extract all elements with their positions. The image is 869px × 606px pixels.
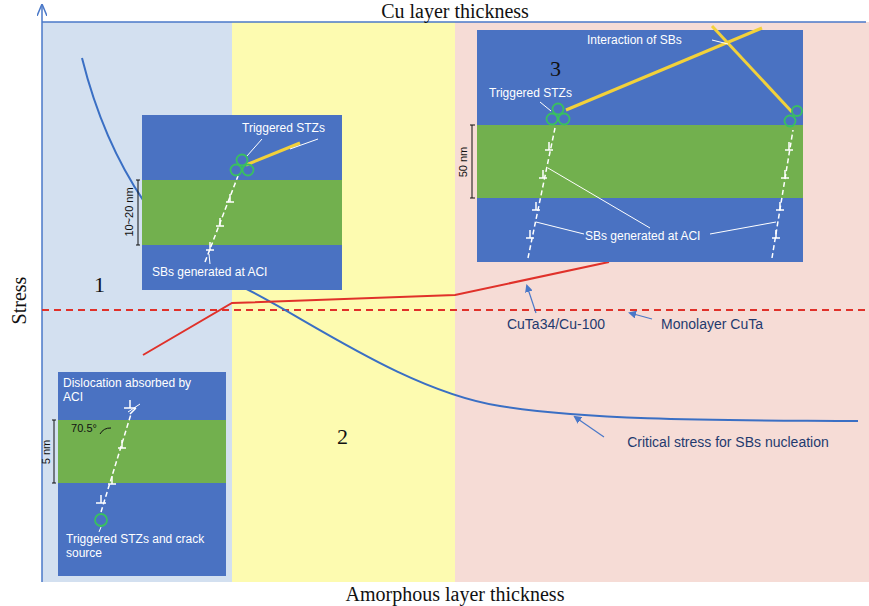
inset-text: Triggered STZs [242,121,325,135]
region-number: 1 [94,272,105,298]
series-label: CuTa34/Cu-100 [507,316,605,332]
inset-text: Dislocation absorbed by ACI [63,376,213,404]
region-band: 2 [232,22,455,582]
series-label: Monolayer CuTa [661,316,763,332]
inset-text: SBs generated at ACI [152,265,267,279]
inset-text: SBs generated at ACI [585,229,700,243]
region-band: 1 [42,22,232,582]
dimension-label: 50 nm [457,147,469,178]
inset-panel: Interaction of SBsTriggered STZsSBs gene… [477,30,803,262]
inset-text: Interaction of SBs [587,33,682,47]
axis-title: Cu layer thickness [381,0,529,23]
inset-panel: Triggered STZsSBs generated at ACI [142,115,342,290]
curve-label: Critical stress for SBs nucleation [627,434,829,450]
dimension-label: 5 nm [40,440,52,464]
angle-label: 70.5° [71,422,97,434]
inset-text: Triggered STZs and crack source [66,532,216,560]
region-band: 3 [455,22,869,582]
inset-text: Triggered STZs [489,86,572,100]
region-number: 3 [550,56,561,82]
region-number: 2 [337,424,348,450]
inset-panel: Dislocation absorbed by ACI Triggered STZ… [58,372,226,576]
axis-title: Amorphous layer thickness [346,583,565,606]
axis-title: Stress [9,276,32,324]
dimension-label: 10~20 nm [123,187,135,236]
